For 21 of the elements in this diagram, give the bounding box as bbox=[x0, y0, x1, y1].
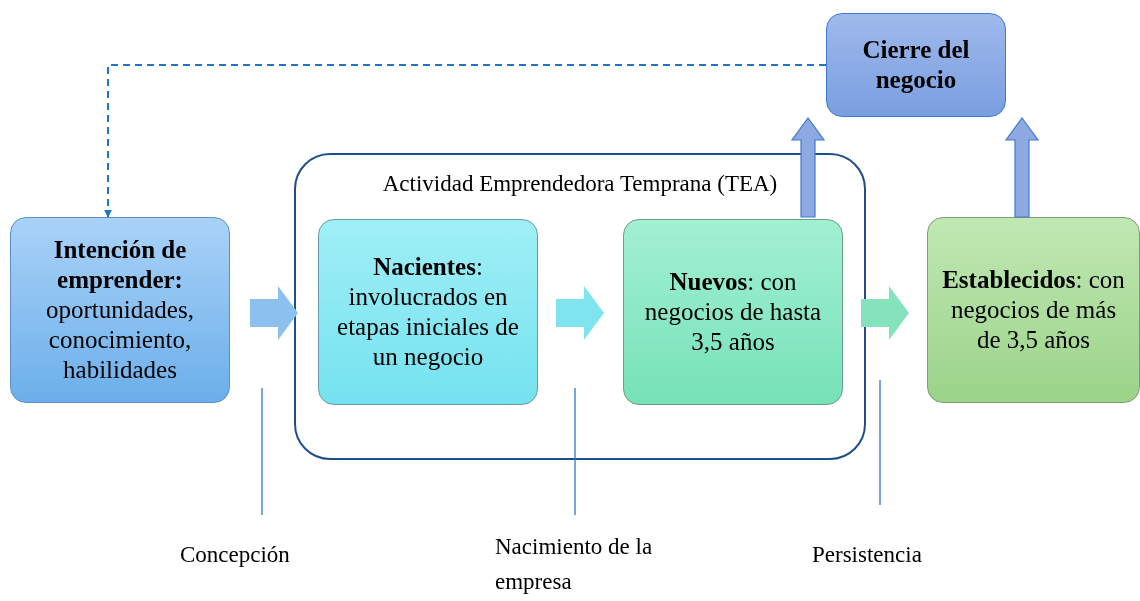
dashed-arrow bbox=[104, 64, 827, 218]
stage-text: Nuevos: con negocios de hasta 3,5 años bbox=[643, 267, 823, 357]
stage-text: Cierre del negocio bbox=[861, 35, 971, 95]
block-arrow bbox=[861, 286, 909, 340]
stage-box bbox=[826, 13, 1006, 117]
group-title: Actividad Emprendedora Temprana (TEA) bbox=[381, 170, 779, 198]
group-frame bbox=[294, 153, 866, 460]
stage-box bbox=[318, 219, 538, 405]
milestone-label: Nacimiento de la empresa bbox=[495, 533, 654, 596]
milestone-label: Persistencia bbox=[812, 541, 923, 569]
block-arrow bbox=[1004, 116, 1040, 218]
stage-text: Establecidos: con negocios de más de 3,5 años bbox=[941, 265, 1126, 355]
stage-text: Intención de emprender: oportunidades, conocimiento, habilidades bbox=[45, 235, 195, 385]
stage-box bbox=[623, 219, 843, 405]
milestone-label: Concepción bbox=[180, 541, 291, 569]
stage-text: Nacientes: involucrados en etapas iniciales de un negocio bbox=[336, 252, 520, 372]
stage-box bbox=[927, 217, 1140, 403]
stage-box bbox=[10, 217, 230, 403]
block-arrow bbox=[250, 286, 298, 340]
block-arrow bbox=[556, 286, 604, 340]
block-arrow bbox=[790, 116, 826, 218]
